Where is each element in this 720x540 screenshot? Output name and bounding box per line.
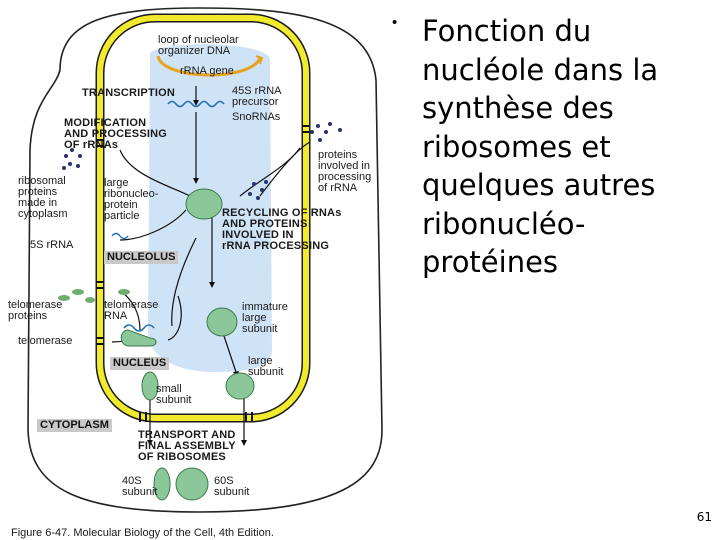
tag-cytoplasm: CYTOPLASM — [37, 419, 112, 432]
label-ribosomal-proteins: ribosomal proteins made in cytoplasm — [18, 175, 68, 220]
ribosomal-protein-dots — [62, 122, 342, 200]
label-transcription: TRANSCRIPTION — [82, 87, 176, 99]
label-telomerase-rna: telomerase RNA — [104, 299, 159, 322]
slide-number: 61 — [696, 510, 712, 524]
bullet-icon: • — [392, 14, 398, 31]
telomerase-rna-squiggle — [123, 324, 155, 332]
dna-loop — [156, 55, 262, 77]
ribosome-particles — [120, 188, 255, 501]
nucleolus-diagram: loop of nucleolar organizer DNA rRNA gen… — [8, 7, 383, 513]
label-loop-dna: loop of nucleolar organizer DNA — [158, 34, 239, 57]
label-rrna-gene: rRNA gene — [180, 65, 234, 77]
precursor-rna — [167, 100, 225, 108]
label-transport: TRANSPORT AND FINAL ASSEMBLY OF RIBOSOME… — [138, 429, 236, 463]
cell-membrane — [27, 7, 383, 513]
figure-caption: Figure 6-47. Molecular Biology of the Ce… — [11, 527, 274, 539]
label-large-subunit: large subunit — [248, 355, 284, 378]
label-immature: immature large subunit — [242, 301, 288, 335]
label-small-subunit: small subunit — [156, 383, 192, 406]
label-5s-rrna: 5S rRNA — [30, 239, 74, 251]
label-recycling: RECYCLING OF RNAs AND PROTEINS INVOLVED … — [222, 207, 342, 252]
label-large-particle: large ribonucleo- protein particle — [104, 177, 159, 222]
label-60s: 60S subunit — [214, 475, 250, 498]
label-telomerase: telomerase — [18, 335, 73, 347]
label-snornas: SnoRNAs — [232, 111, 281, 123]
telomerase-proteins-green — [58, 289, 130, 303]
diagram-graphics — [27, 7, 383, 513]
label-telomerase-proteins: telomerase proteins — [8, 299, 63, 322]
label-proteins-involved: proteins involved in processing of rRNA — [318, 149, 372, 194]
label-modification: MODIFICATION AND PROCESSING OF rRNAs — [64, 117, 168, 151]
bullet-text: Fonction du nucléole dans la synthèse de… — [422, 14, 659, 279]
tag-nucleus: NUCLEUS — [110, 357, 170, 370]
five-s-squiggle — [111, 232, 129, 240]
tag-nucleolus: NUCLEOLUS — [104, 251, 179, 264]
nuclear-pores — [96, 125, 310, 422]
label-precursor: 45S rRNA precursor — [232, 85, 282, 108]
label-40s: 40S subunit — [122, 475, 158, 498]
